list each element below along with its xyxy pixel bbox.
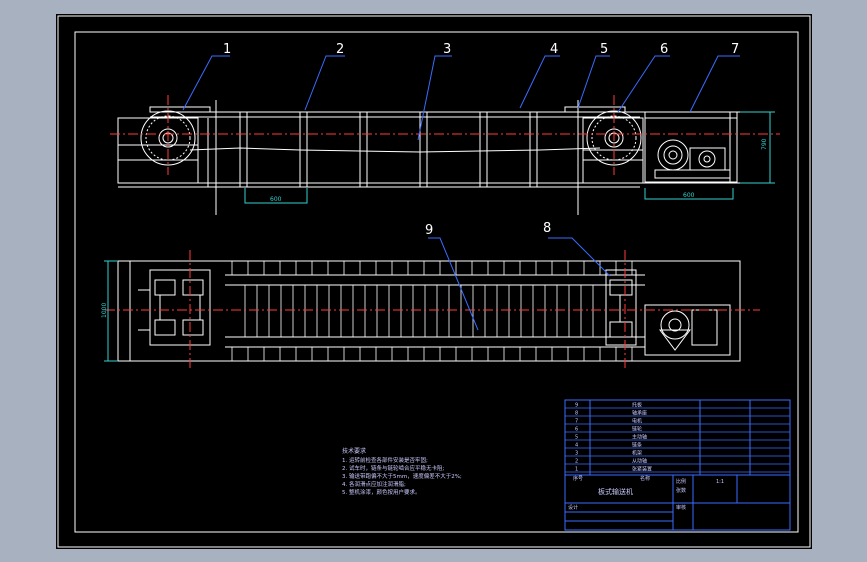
plan-edge-ticks — [231, 261, 633, 361]
dim-plan-width: 1000 — [101, 303, 108, 318]
tb-part-no: 8 — [575, 411, 578, 417]
tb-part-name: 张紧装置 — [632, 466, 652, 473]
dim-motor-span: 600 — [683, 192, 695, 199]
tb-sheet-label: 张数 — [676, 487, 686, 494]
notes-line-5: 5. 整机涂漆，颜色按用户要求。 — [342, 488, 421, 496]
leader-label-4: 4 — [550, 42, 558, 57]
plan-centerlines — [105, 250, 760, 370]
tb-part-no: 4 — [575, 443, 578, 449]
tb-part-name: 轴承座 — [632, 410, 647, 417]
tb-part-name: 链轮 — [632, 426, 642, 433]
leader-label-6: 6 — [660, 42, 668, 57]
side-axis-lines — [215, 100, 579, 215]
title-block-rows: 9 托板 8 轴承座 7 电机 6 链轮 5 主动轴 4 链条 3 机架 2 从动轴 1 张紧装置 — [565, 402, 790, 473]
plan-view — [117, 260, 741, 362]
notes-line-2: 2. 试车时，链条与链轮啮合应平稳无卡阻; — [342, 464, 444, 472]
tb-part-name: 链条 — [632, 442, 642, 449]
tb-part-name: 机架 — [632, 450, 642, 457]
leader-label-3: 3 — [443, 42, 451, 57]
tb-part-name: 托板 — [632, 402, 642, 409]
tb-part-name: 从动轴 — [632, 458, 647, 465]
model-viewport — [56, 14, 812, 549]
tb-part-no: 5 — [575, 435, 578, 441]
leader-label-9: 9 — [425, 223, 433, 238]
technical-notes: 技术要求 1. 运转前检查各部件安装是否牢固; 2. 试车时，链条与链轮啮合应平… — [342, 447, 462, 496]
tb-part-no: 1 — [575, 467, 578, 473]
tb-designer-label: 设计 — [568, 504, 578, 511]
dim-side-span: 600 — [270, 196, 282, 203]
tb-part-no: 9 — [575, 403, 578, 409]
leader-label-2: 2 — [336, 42, 344, 57]
drawing-border-inner — [74, 31, 799, 533]
plan-slats — [244, 285, 594, 337]
notes-line-1: 1. 运转前检查各部件安装是否牢固; — [342, 456, 428, 464]
part-leaders — [182, 55, 740, 331]
tb-scale-label: 比例 — [676, 478, 686, 485]
tb-part-no: 6 — [575, 427, 578, 433]
side-dimensions — [244, 111, 775, 204]
side-view — [117, 106, 750, 188]
tb-part-name: 电机 — [632, 418, 642, 425]
notes-line-4: 4. 各润滑点应加注润滑脂; — [342, 480, 406, 488]
notes-line-3: 3. 输送带跑偏不大于5mm，速度偏差不大于2%; — [342, 472, 462, 480]
side-centerlines — [110, 95, 780, 175]
tb-checker-label: 审核 — [676, 504, 686, 511]
tb-drawing-name: 板式输送机 — [598, 487, 633, 496]
tb-header-name: 名称 — [640, 475, 650, 482]
dim-height: 790 — [761, 138, 768, 150]
leader-label-5: 5 — [600, 42, 608, 57]
drawing-border-outer — [57, 15, 811, 548]
plan-dimension — [104, 260, 118, 362]
leader-label-8: 8 — [543, 221, 551, 236]
tb-part-no: 7 — [575, 419, 578, 425]
head-sprocket — [586, 110, 642, 166]
tail-sprocket — [140, 110, 196, 166]
tb-header-no: 序号 — [573, 475, 583, 482]
tb-part-name: 主动轴 — [632, 434, 647, 441]
tb-scale-value: 1:1 — [716, 479, 724, 485]
title-block — [564, 399, 791, 531]
tb-part-no: 3 — [575, 451, 578, 457]
leader-label-1: 1 — [223, 42, 231, 57]
notes-title: 技术要求 — [342, 447, 366, 455]
tb-part-no: 2 — [575, 459, 578, 465]
leader-label-7: 7 — [731, 42, 739, 57]
